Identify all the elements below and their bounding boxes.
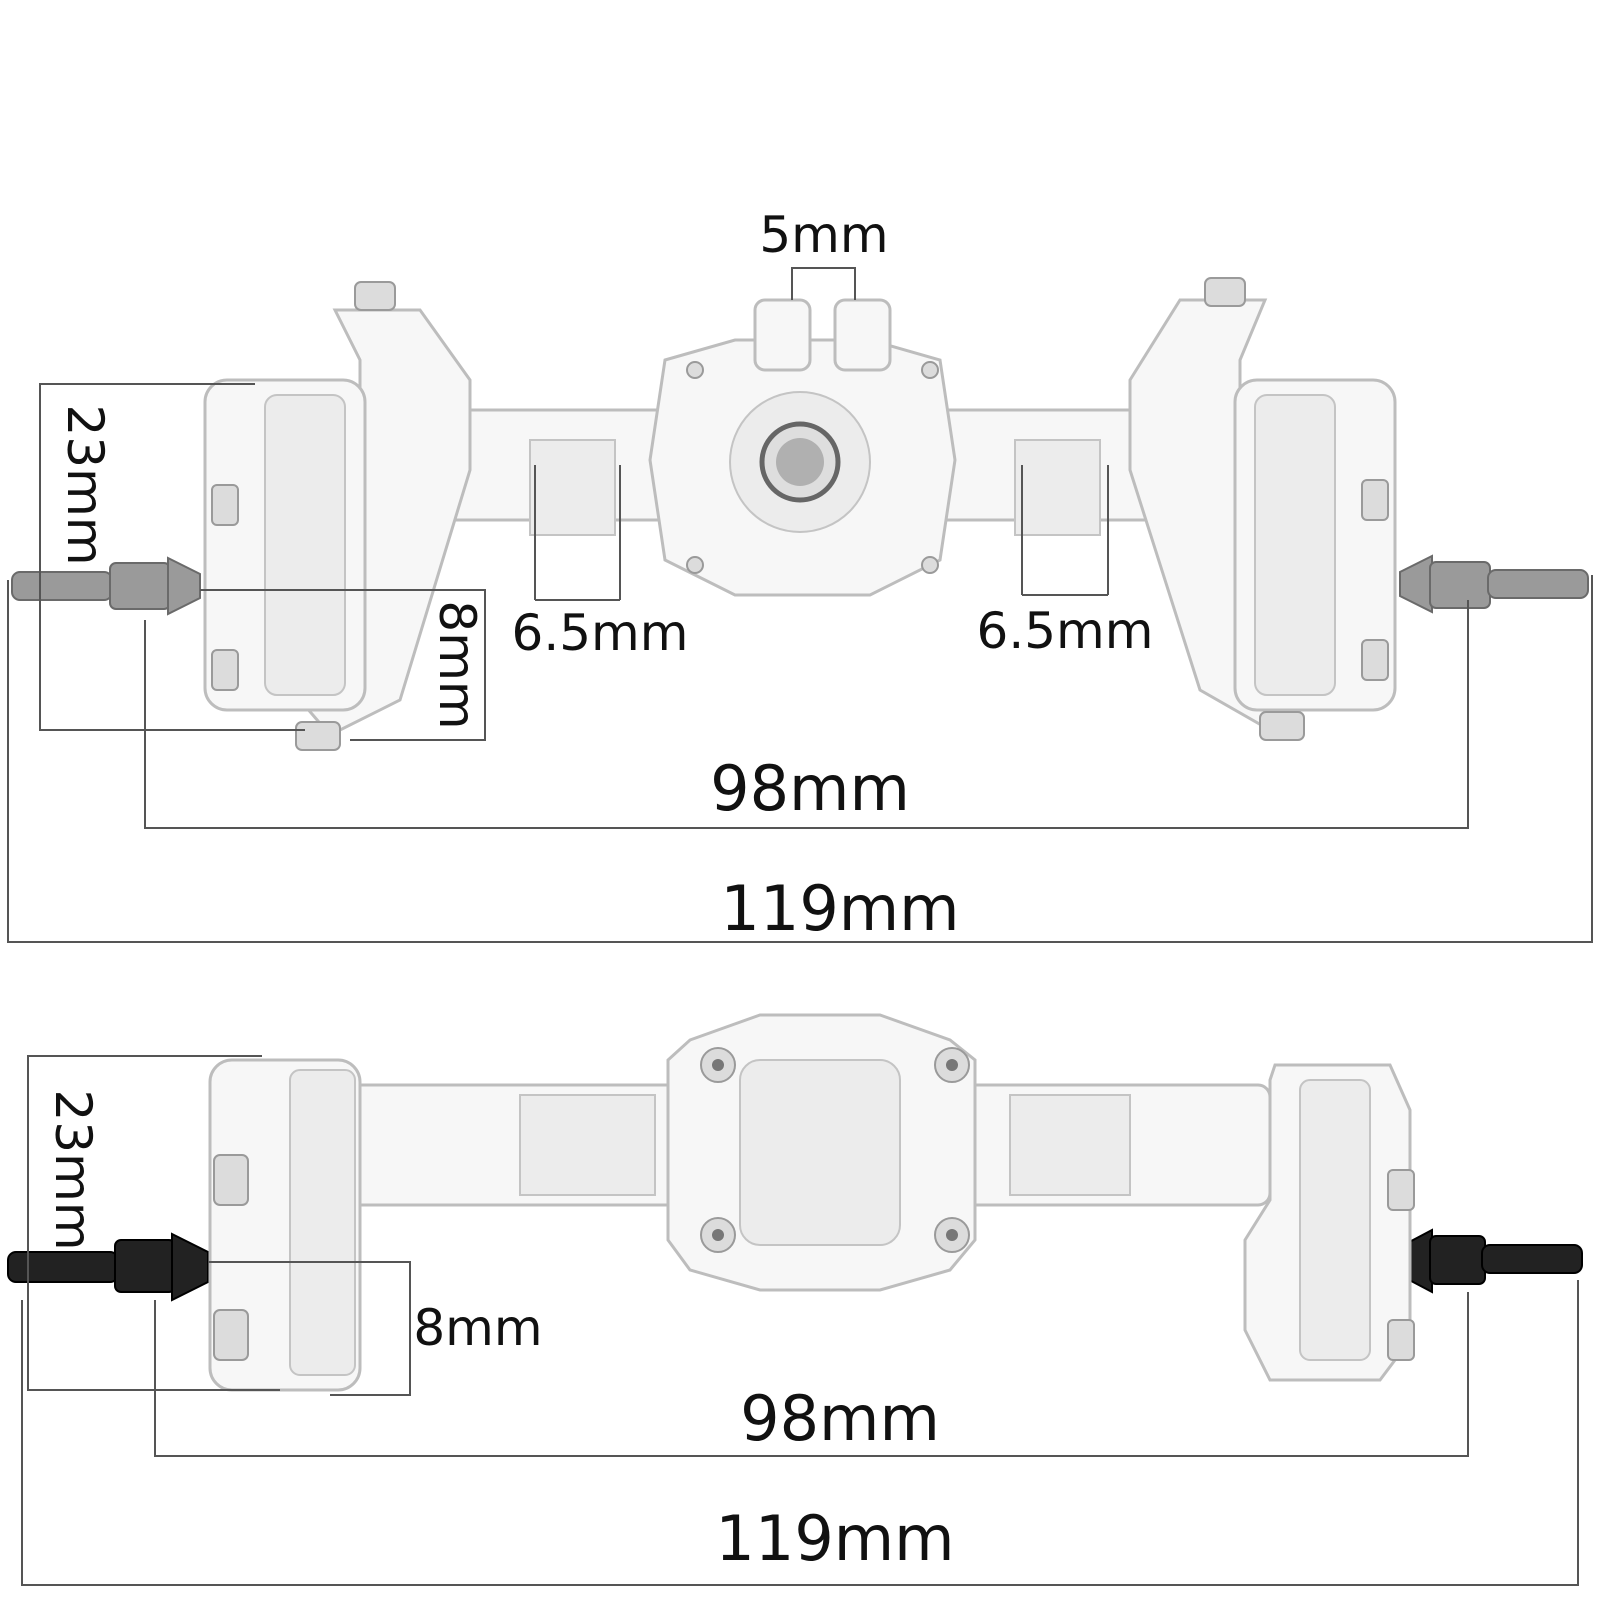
front-left-knuckle <box>203 281 472 751</box>
front-axle <box>11 277 1589 751</box>
rear-diff-housing <box>666 1013 977 1292</box>
rear-dim-overall-width: 119mm <box>715 1502 954 1575</box>
rear-left-shaft <box>7 1232 209 1302</box>
rear-dim-hub-height: 23mm <box>44 1089 102 1250</box>
rear-left-hub <box>208 1058 362 1392</box>
front-dim-shaft-offset: 8mm <box>428 600 486 729</box>
front-dim-tube-left: 6.5mm <box>512 604 689 662</box>
front-dim-tube-right: 6.5mm <box>977 602 1154 660</box>
front-dim-hub-span: 98mm <box>710 752 910 825</box>
front-right-knuckle <box>1128 277 1397 741</box>
rear-right-hub <box>1243 1063 1415 1382</box>
front-diff-housing <box>648 298 957 597</box>
front-dimension-labels: 5mm 6.5mm 6.5mm 23mm 8mm 98mm 119mm <box>56 206 1153 945</box>
front-dim-overall-width: 119mm <box>720 872 959 945</box>
rear-right-shaft <box>1397 1228 1583 1294</box>
rear-dim-hub-span: 98mm <box>740 1382 940 1455</box>
front-left-shaft <box>11 556 201 616</box>
front-dimension-lines <box>7 267 1593 943</box>
front-right-shaft <box>1399 554 1589 614</box>
rear-dimension-lines <box>21 1055 1579 1586</box>
front-dim-hub-height: 23mm <box>56 404 114 565</box>
screw-icon <box>700 1047 970 1253</box>
rear-dimension-labels: 23mm 8mm 98mm 119mm <box>44 1089 955 1575</box>
front-dim-top-pin: 5mm <box>759 206 888 264</box>
rear-axle <box>7 1013 1583 1392</box>
rear-dim-shaft-offset: 8mm <box>413 1299 542 1357</box>
